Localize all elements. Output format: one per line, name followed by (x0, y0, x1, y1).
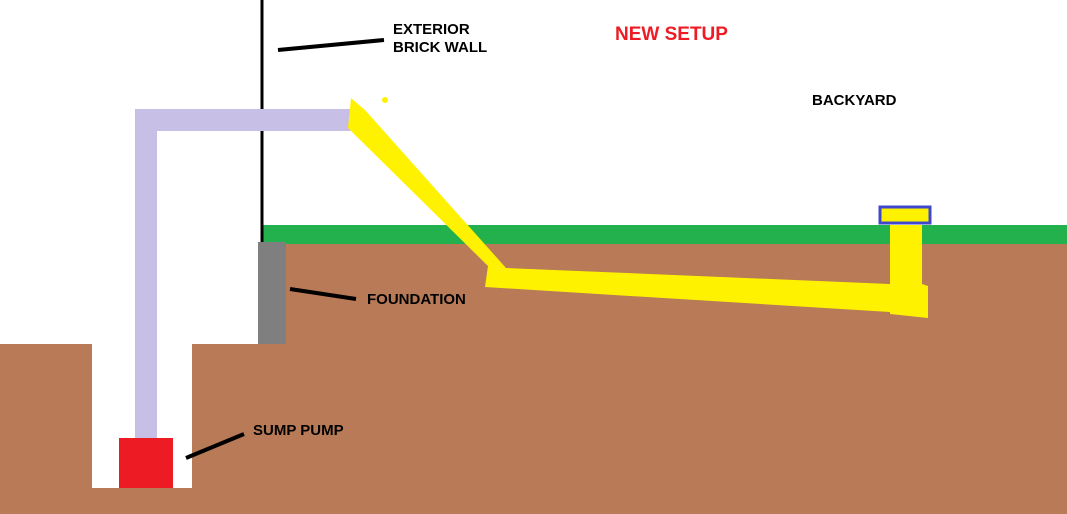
pipe-drip-dot (382, 97, 388, 103)
foundation-label: FOUNDATION (367, 291, 466, 308)
sump-pump-label: SUMP PUMP (253, 422, 344, 439)
pointer-line-wall (277, 38, 385, 52)
outlet-cap (878, 205, 932, 225)
backyard-label: BACKYARD (812, 92, 897, 109)
foundation-block (258, 242, 286, 344)
exterior-wall-label-line1: EXTERIOR (393, 21, 470, 38)
grass-strip (262, 225, 1067, 244)
indoor-discharge-pipe (135, 109, 352, 440)
diagram-title: NEW SETUP (615, 24, 728, 45)
exterior-wall-label-line2: BRICK WALL (393, 39, 488, 56)
pointer-line-sump-pump (185, 432, 245, 460)
pointer-line-foundation (289, 287, 357, 301)
exterior-discharge-pipe (348, 98, 928, 318)
sump-pump (119, 438, 173, 488)
